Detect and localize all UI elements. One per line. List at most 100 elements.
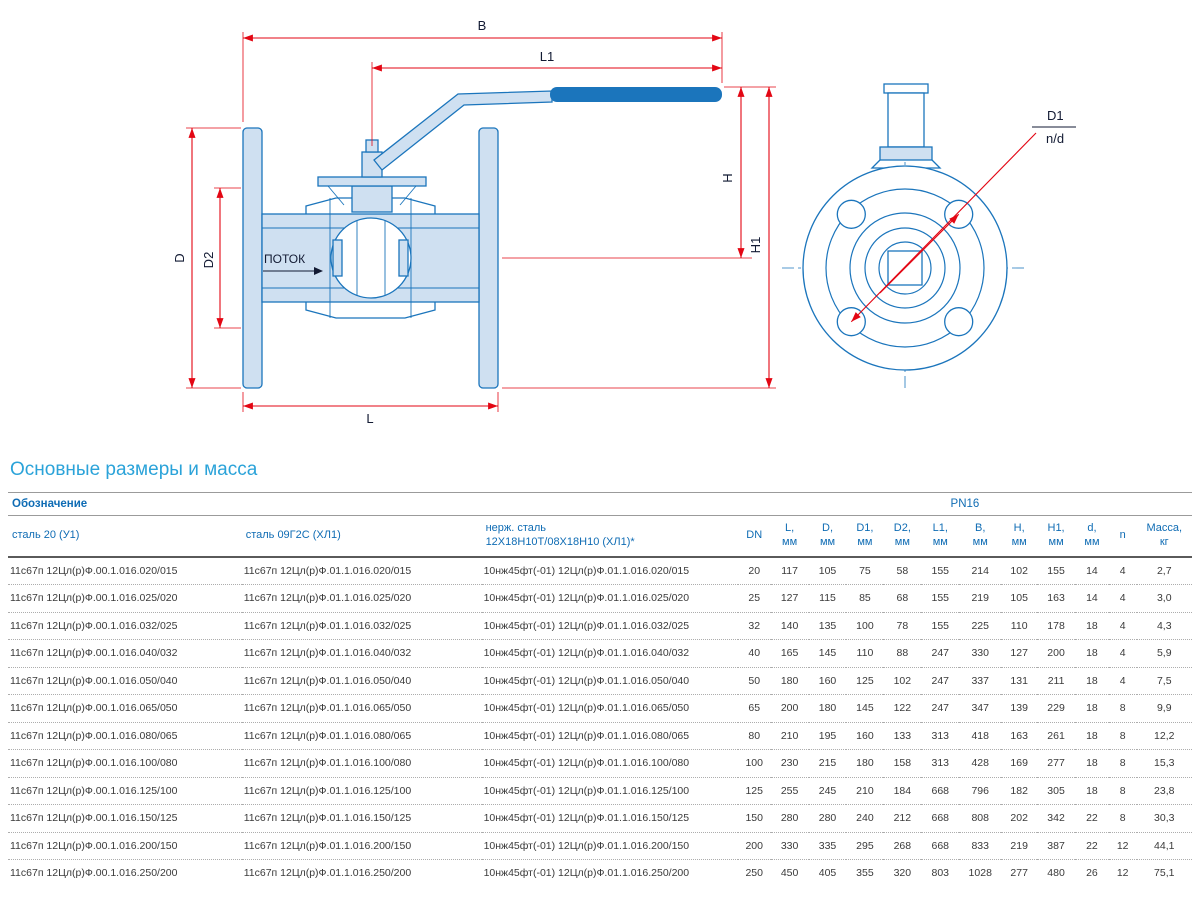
- value-cell: 305: [1037, 777, 1076, 806]
- designation-cell: 11с67п 12Цл(р)Ф.00.1.016.020/015: [8, 556, 242, 586]
- value-cell: 320: [893, 867, 912, 880]
- value-cell: 387: [1037, 832, 1076, 861]
- designation-cell: 11с67п 12Цл(р)Ф.01.1.016.025/020: [241, 584, 482, 613]
- pn-group-header: PN16: [737, 492, 1192, 516]
- column-header-steel20: сталь 20 (У1): [8, 515, 242, 558]
- value-cell: 117: [770, 556, 809, 586]
- value-cell: 195: [808, 722, 847, 751]
- value-cell: 80: [737, 722, 771, 751]
- value-cell: 78: [883, 612, 922, 641]
- value-cell: 180: [808, 694, 847, 723]
- value-cell: 202: [1001, 804, 1038, 833]
- column-header-d1: D1,мм: [846, 515, 884, 558]
- value-cell: 480: [1047, 867, 1065, 880]
- column-header-mass: Масса,кг: [1136, 515, 1192, 558]
- dimensions-table: Обозначение PN16 сталь 20 (У1)сталь 09Г2…: [8, 492, 1192, 887]
- value-cell: 313: [921, 722, 960, 751]
- value-cell: 18: [1075, 749, 1109, 778]
- value-cell: 277: [1037, 749, 1076, 778]
- value-cell: 155: [921, 612, 960, 641]
- handle-lever: [373, 90, 553, 171]
- designation-cell: 11с67п 12Цл(р)Ф.00.1.016.040/032: [8, 639, 242, 668]
- value-cell: 668: [921, 804, 960, 833]
- value-cell: 245: [808, 777, 847, 806]
- designation-cell: 11с67п 12Цл(р)Ф.00.1.016.125/100: [8, 777, 242, 806]
- value-cell: 110: [1001, 612, 1038, 641]
- value-cell: 12: [1108, 832, 1137, 861]
- value-cell: 32: [737, 612, 771, 641]
- value-cell: 110: [846, 639, 884, 668]
- value-cell: 4: [1108, 584, 1137, 613]
- value-cell: 210: [846, 777, 884, 806]
- value-cell: 3,0: [1136, 584, 1192, 613]
- designation-cell: 10нж45фт(-01) 12Цл(р)Ф.01.1.016.200/150: [481, 832, 738, 861]
- value-cell: 131: [1001, 667, 1038, 696]
- value-cell: 180: [846, 749, 884, 778]
- value-cell: 58: [883, 556, 922, 586]
- value-cell: 4: [1108, 667, 1137, 696]
- designation-cell: 10нж45фт(-01) 12Цл(р)Ф.01.1.016.150/125: [481, 804, 738, 833]
- value-cell: 100: [846, 612, 884, 641]
- value-cell: 30,3: [1136, 804, 1192, 833]
- dim-label-d: D: [172, 253, 187, 262]
- value-cell: 127: [770, 584, 809, 613]
- value-cell: 229: [1037, 694, 1076, 723]
- valve-drawing-svg: ПОТОК B L1 H H1: [172, 18, 1076, 426]
- designation-cell: 10нж45фт(-01) 12Цл(р)Ф.01.1.016.040/032: [481, 639, 738, 668]
- value-cell: 178: [1037, 612, 1076, 641]
- left-flange: [242, 127, 263, 389]
- value-cell: 250: [745, 867, 763, 880]
- value-cell: 105: [1001, 584, 1038, 613]
- value-cell: 125: [846, 667, 884, 696]
- designation-group-header: Обозначение: [8, 492, 738, 516]
- value-cell: 26: [1086, 867, 1098, 880]
- value-cell: 280: [808, 804, 847, 833]
- designation-cell: 10нж45фт(-01) 12Цл(р)Ф.01.1.016.065/050: [481, 694, 738, 723]
- value-cell: 1028: [968, 867, 992, 880]
- value-cell: 342: [1037, 804, 1076, 833]
- designation-cell: 11с67п 12Цл(р)Ф.00.1.016.200/150: [8, 832, 242, 861]
- value-cell: 8: [1108, 777, 1137, 806]
- bonnet: [351, 185, 393, 213]
- column-header-b: B,мм: [959, 515, 1002, 558]
- mounting-plate: [317, 176, 427, 187]
- value-cell: 418: [959, 722, 1002, 751]
- value-cell: 18: [1075, 694, 1109, 723]
- designation-cell: 11с67п 12Цл(р)Ф.01.1.016.032/025: [241, 612, 482, 641]
- value-cell: 803: [931, 867, 950, 880]
- dim-label-h: H: [720, 173, 735, 182]
- designation-cell: 10нж45фт(-01) 12Цл(р)Ф.01.1.016.050/040: [481, 667, 738, 696]
- value-cell: 163: [1001, 722, 1038, 751]
- value-cell: 155: [1037, 556, 1076, 586]
- value-cell: 18: [1075, 722, 1109, 751]
- value-cell: 247: [921, 694, 960, 723]
- designation-cell: 10нж45фт(-01) 12Цл(р)Ф.01.1.016.100/080: [481, 749, 738, 778]
- value-cell: 668: [921, 777, 960, 806]
- value-cell: 247: [921, 639, 960, 668]
- value-cell: 796: [959, 777, 1002, 806]
- value-cell: 240: [846, 804, 884, 833]
- value-cell: 125: [737, 777, 771, 806]
- column-header-l1: L1,мм: [921, 515, 960, 558]
- value-cell: 2,7: [1136, 556, 1192, 586]
- value-cell: 18: [1075, 777, 1109, 806]
- value-cell: 215: [808, 749, 847, 778]
- dim-label-nd: n/d: [1046, 131, 1064, 146]
- value-cell: 210: [770, 722, 809, 751]
- value-cell: 145: [846, 694, 884, 723]
- column-header-n: n: [1108, 515, 1137, 558]
- section-title: Основные размеры и масса: [10, 459, 258, 480]
- value-cell: 160: [846, 722, 884, 751]
- designation-cell: 10нж45фт(-01) 12Цл(р)Ф.01.1.016.032/025: [481, 612, 738, 641]
- value-cell: 15,3: [1136, 749, 1192, 778]
- value-cell: 145: [808, 639, 847, 668]
- value-cell: 4: [1108, 556, 1137, 586]
- value-cell: 20: [737, 556, 771, 586]
- designation-cell: 11с67п 12Цл(р)Ф.01.1.016.100/080: [241, 749, 482, 778]
- value-cell: 22: [1075, 804, 1109, 833]
